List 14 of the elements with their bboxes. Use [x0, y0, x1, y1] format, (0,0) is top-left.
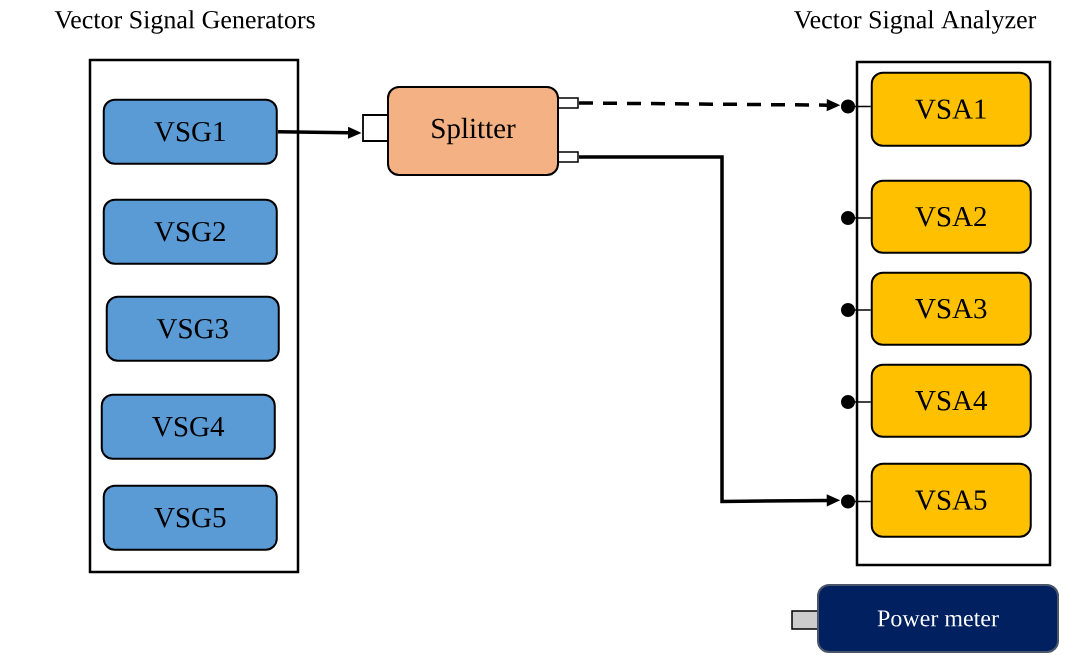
device-box: VSA3: [870, 271, 1032, 346]
device-box: VSG4: [100, 393, 276, 460]
device-box: Splitter: [387, 86, 559, 176]
device-box: VSA5: [870, 462, 1032, 538]
device-box: VSG3: [105, 295, 280, 362]
device-box: VSA4: [870, 363, 1032, 438]
device-box: VSG2: [102, 198, 278, 265]
device-box: VSA1: [870, 71, 1032, 147]
node-label: Vector Signal Generators: [54, 10, 315, 34]
device-box: VSA2: [870, 179, 1032, 254]
device-box: Power meter: [817, 584, 1059, 653]
node-label: Vector Signal Analyzer: [794, 10, 1037, 34]
device-box: VSG5: [102, 484, 278, 551]
device-box: VSG1: [102, 98, 278, 165]
